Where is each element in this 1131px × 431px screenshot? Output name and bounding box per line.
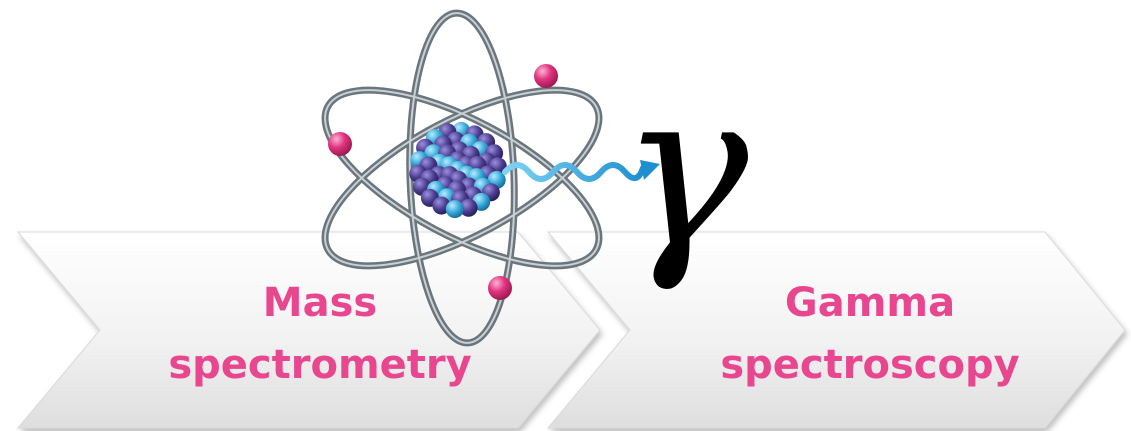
atom-icon: [321, 9, 603, 347]
step-label-line: Mass: [262, 280, 378, 326]
electron-icon: [488, 276, 512, 300]
chevron-step-2: [546, 231, 1126, 429]
gamma-wave-icon: [502, 160, 660, 182]
nucleon: [459, 198, 478, 217]
nucleon: [445, 200, 464, 219]
electron-icon: [328, 132, 352, 156]
gamma-symbol: γ: [620, 44, 749, 295]
step-label-line: spectroscopy: [720, 342, 1020, 388]
step-label-gamma-spectroscopy: Gamma spectroscopy: [700, 272, 1040, 396]
step-label-mass-spectrometry: Mass spectrometry: [150, 272, 490, 396]
step-label-line: Gamma: [784, 280, 956, 326]
electron-icon: [534, 64, 558, 88]
chevron-step-1: [16, 231, 601, 429]
step-label-line: spectrometry: [168, 342, 472, 388]
nucleus-icon: [409, 121, 507, 219]
